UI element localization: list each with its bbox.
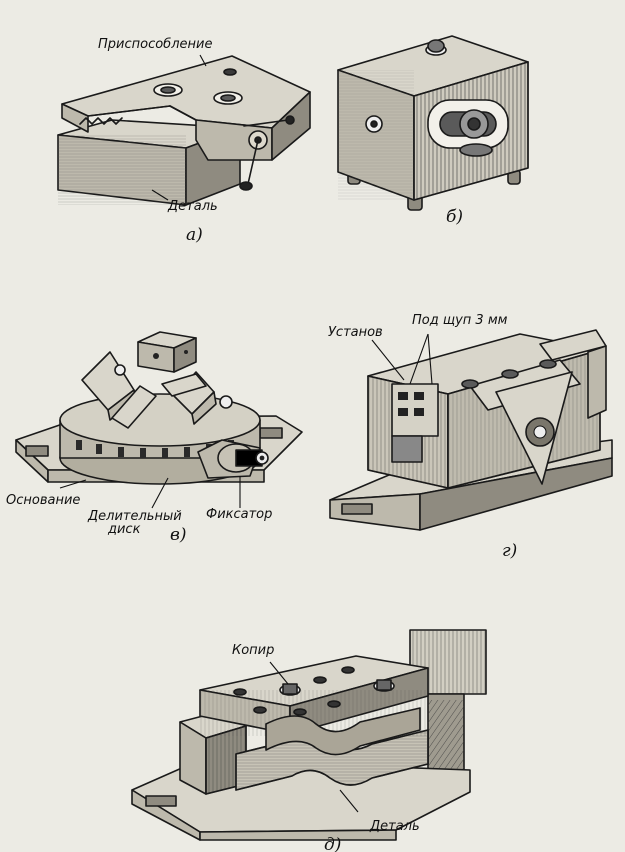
figure-a: Приспособление Деталь а) bbox=[57, 37, 311, 245]
label-lock: Фиксатор bbox=[206, 507, 272, 522]
caption-v: в) bbox=[170, 525, 187, 545]
figure-v: Основание Делительный диск Фиксатор в) bbox=[6, 331, 303, 545]
figure-d: Копир Деталь д) bbox=[131, 629, 487, 852]
label-copier: Копир bbox=[232, 643, 274, 658]
leader-fixture bbox=[199, 54, 207, 67]
leader-part-d bbox=[339, 789, 359, 813]
leader-copier bbox=[269, 661, 289, 685]
index-lock bbox=[197, 439, 269, 479]
leader-probe-1 bbox=[409, 333, 429, 385]
label-setter: Установ bbox=[328, 325, 383, 340]
leader-disk bbox=[151, 477, 169, 509]
label-base: Основание bbox=[6, 493, 80, 508]
figure-a-fixture bbox=[61, 55, 311, 191]
cutter-spindle bbox=[409, 629, 487, 787]
leader-part-a bbox=[151, 189, 169, 201]
figure-b: б) bbox=[337, 35, 529, 227]
leader-base bbox=[59, 479, 87, 489]
label-disk-line1: Делительный bbox=[87, 509, 182, 524]
caption-a: а) bbox=[186, 225, 203, 245]
figure-g: Установ Под щуп 3 мм г) bbox=[328, 313, 613, 561]
caption-g: г) bbox=[502, 541, 517, 561]
label-disk-line2: диск bbox=[107, 522, 141, 537]
leader-probe-2 bbox=[427, 333, 433, 385]
leader-setter bbox=[371, 339, 405, 381]
label-part-d: Деталь bbox=[369, 819, 420, 834]
caption-b: б) bbox=[446, 207, 463, 227]
label-fixture: Приспособление bbox=[98, 37, 212, 52]
caption-d: д) bbox=[324, 835, 341, 852]
label-probe: Под щуп 3 мм bbox=[412, 313, 508, 328]
label-part-a: Деталь bbox=[167, 199, 218, 214]
